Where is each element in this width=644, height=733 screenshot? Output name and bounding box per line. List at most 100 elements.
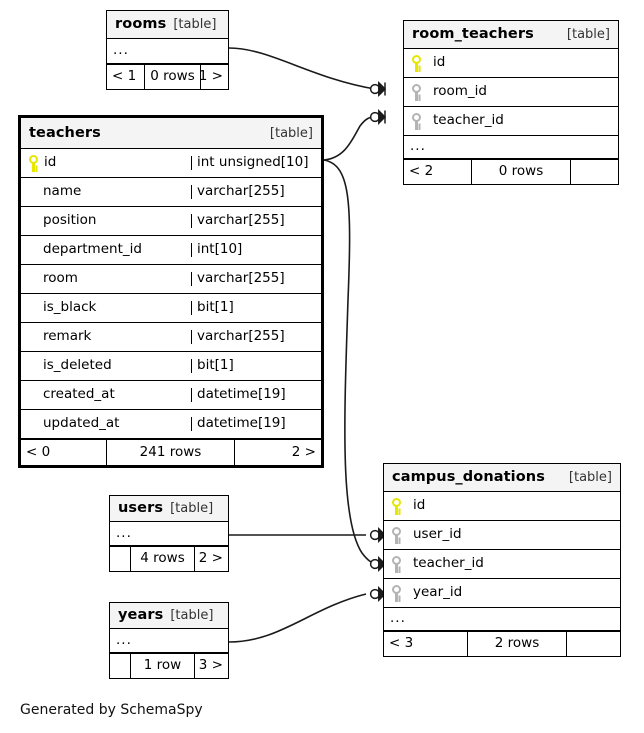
column-name: teacher_id [433, 112, 504, 129]
table-years[interactable]: years [table] ... 1 row 3 > [109, 602, 229, 679]
column-name: created_at [43, 388, 115, 402]
ellipsis-row: ... [384, 608, 620, 631]
footer-rowcount: 4 rows [131, 547, 195, 571]
column-name: room_id [433, 83, 487, 100]
ellipsis-label: ... [113, 42, 129, 59]
column-row[interactable]: is_black bit[1] [21, 294, 321, 323]
footer-prev[interactable]: < 0 [21, 440, 107, 465]
column-row[interactable]: position varchar[255] [21, 207, 321, 236]
footer-prev[interactable]: < 1 [107, 65, 145, 89]
column-row[interactable]: teacher_id [384, 550, 620, 579]
generated-by-label: Generated by SchemaSpy [20, 702, 203, 718]
table-header-rooms: rooms [table] [107, 11, 228, 39]
column-row[interactable]: is_deleted bit[1] [21, 352, 321, 381]
table-title-rooms: rooms [115, 16, 167, 33]
column-type: datetime[19] [191, 417, 321, 431]
ellipsis-label: ... [116, 631, 132, 648]
column-name: is_deleted [43, 359, 112, 373]
column-name: year_id [413, 584, 463, 601]
column-type: varchar[255] [191, 214, 321, 228]
ellipsis-label: ... [410, 138, 426, 155]
column-row[interactable]: department_id int[10] [21, 236, 321, 265]
column-type: bit[1] [191, 301, 321, 315]
column-type: datetime[19] [191, 388, 321, 402]
footer-rowcount: 1 row [131, 654, 195, 678]
foreign-key-icon [390, 584, 403, 602]
footer-rowcount: 0 rows [145, 65, 201, 89]
table-campus-donations[interactable]: campus_donations [table] id user_id teac… [383, 463, 621, 657]
table-footer-room-teachers: < 2 0 rows [404, 159, 618, 184]
column-row[interactable]: user_id [384, 521, 620, 550]
table-footer-campus-donations: < 3 2 rows [384, 631, 620, 656]
edge-rooms-to-room-teachers [228, 47, 376, 90]
footer-prev[interactable] [110, 654, 131, 678]
footer-prev[interactable]: < 2 [404, 160, 472, 184]
ellipsis-label: ... [390, 610, 406, 627]
table-tag-room-teachers: [table] [566, 27, 610, 42]
edge-teachers-to-campus-donations [323, 159, 377, 565]
table-footer-rooms: < 1 0 rows 1 > [107, 64, 228, 89]
column-name: id [433, 54, 446, 71]
foreign-key-icon [410, 112, 423, 130]
column-name: id [413, 497, 426, 514]
table-users[interactable]: users [table] ... 4 rows 2 > [109, 495, 229, 572]
table-title-users: users [118, 500, 164, 517]
column-row[interactable]: id [404, 49, 618, 78]
column-row[interactable]: created_at datetime[19] [21, 381, 321, 410]
column-type: int unsigned[10] [191, 156, 321, 170]
ellipsis-row: ... [107, 39, 228, 64]
footer-next[interactable]: 3 > [198, 657, 223, 674]
table-rooms[interactable]: rooms [table] ... < 1 0 rows 1 > [106, 10, 229, 90]
table-tag-rooms: [table] [173, 17, 217, 32]
footer-prev[interactable]: < 3 [384, 632, 468, 656]
column-name: name [43, 185, 82, 199]
column-row[interactable]: teacher_id [404, 107, 618, 136]
foreign-key-icon [390, 526, 403, 544]
footer-rowcount: 0 rows [472, 160, 571, 184]
footer-next[interactable]: 2 > [291, 443, 316, 460]
table-footer-teachers: < 0 241 rows 2 > [21, 439, 321, 465]
table-title-teachers: teachers [29, 124, 101, 141]
footer-next[interactable]: 2 > [198, 550, 223, 567]
table-tag-teachers: [table] [269, 125, 313, 141]
column-name: updated_at [43, 417, 120, 431]
column-name: id [44, 154, 57, 171]
ellipsis-row: ... [404, 136, 618, 159]
primary-key-icon [410, 54, 423, 72]
column-name: position [43, 214, 97, 228]
column-row[interactable]: remark varchar[255] [21, 323, 321, 352]
column-name: room [43, 272, 78, 286]
footer-next[interactable] [567, 632, 618, 656]
column-name: is_black [43, 301, 97, 315]
connector-room-teachers-teacher-id [369, 108, 387, 126]
table-tag-users: [table] [170, 501, 214, 516]
footer-prev[interactable] [110, 547, 131, 571]
foreign-key-icon [410, 83, 423, 101]
table-header-users: users [table] [110, 496, 228, 522]
footer-rowcount: 241 rows [107, 440, 235, 465]
table-title-campus-donations: campus_donations [392, 469, 545, 486]
footer-rowcount: 2 rows [468, 632, 567, 656]
footer-next[interactable]: 1 > [201, 68, 223, 85]
primary-key-icon [27, 154, 40, 172]
column-row[interactable]: updated_at datetime[19] [21, 410, 321, 439]
table-room-teachers[interactable]: room_teachers [table] id room_id teacher… [403, 20, 619, 185]
column-name: remark [43, 330, 92, 344]
column-row[interactable]: room varchar[255] [21, 265, 321, 294]
ellipsis-label: ... [116, 524, 132, 541]
column-row[interactable]: id int unsigned[10] [21, 149, 321, 178]
column-row[interactable]: name varchar[255] [21, 178, 321, 207]
edge-years-to-campus-donations [228, 593, 367, 643]
column-type: varchar[255] [191, 330, 321, 344]
column-row[interactable]: id [384, 492, 620, 521]
column-type: bit[1] [191, 359, 321, 373]
table-header-campus-donations: campus_donations [table] [384, 464, 620, 492]
table-teachers[interactable]: teachers [table] id int unsigned[10] nam… [18, 115, 324, 468]
table-footer-years: 1 row 3 > [110, 653, 228, 678]
table-tag-campus-donations: [table] [568, 470, 612, 485]
footer-next[interactable] [571, 160, 618, 184]
column-row[interactable]: room_id [404, 78, 618, 107]
column-row[interactable]: year_id [384, 579, 620, 608]
column-name: user_id [413, 526, 462, 543]
